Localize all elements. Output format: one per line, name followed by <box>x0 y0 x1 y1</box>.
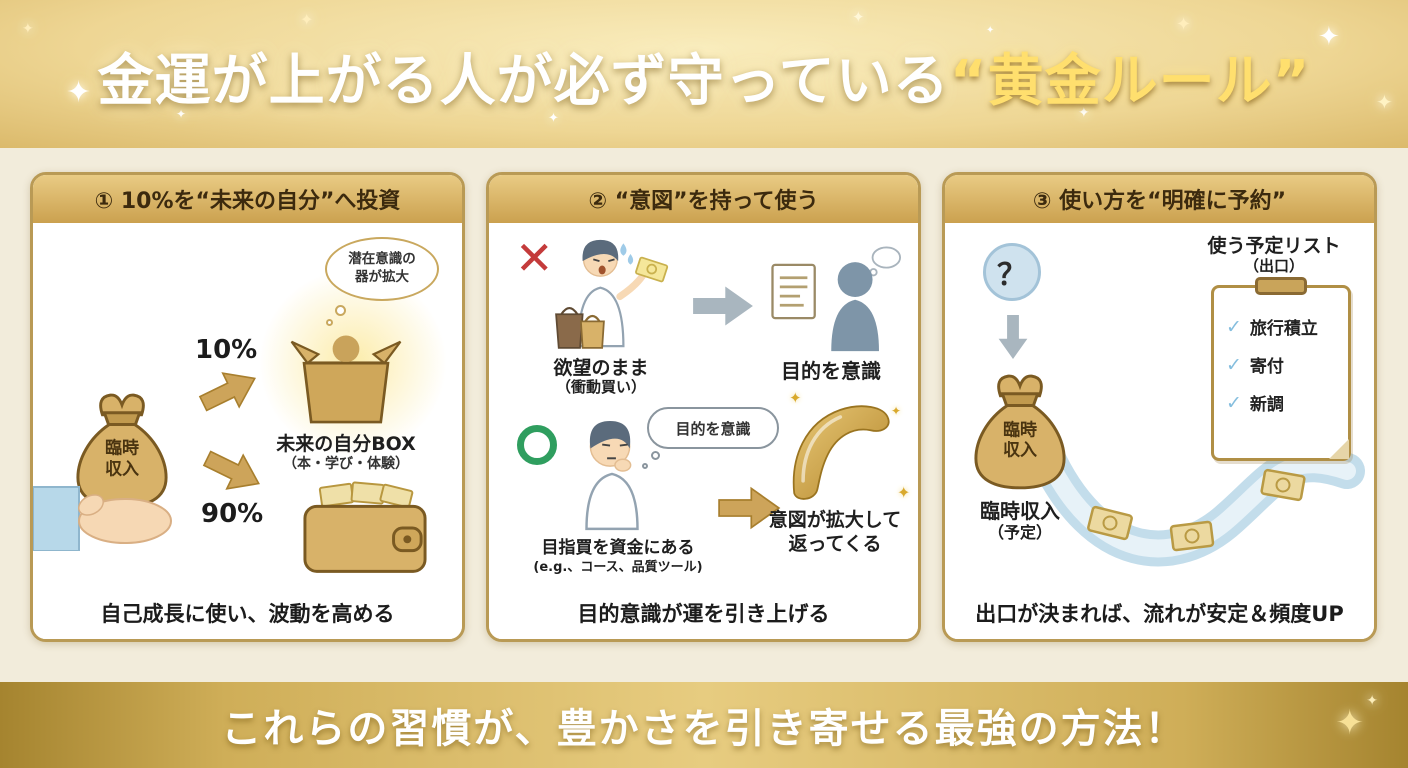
page-title-main: 金運が上がる人が必ず守っている <box>97 49 950 114</box>
panels-row: ① 10%を“未来の自分”へ投資 潜在意識の器が拡大 未来の自分BOX （本・学… <box>30 172 1378 642</box>
impulse-buyer-icon <box>555 239 669 349</box>
clipboard-rows: ✓ 旅行積立 ✓ 寄付 ✓ 新調 <box>1214 288 1348 416</box>
panel-invest-title: ① 10%を“未来の自分”へ投資 <box>33 175 462 223</box>
sparkle-icon: ✦ <box>22 21 34 37</box>
question-icon: ？ <box>983 243 1041 301</box>
arrow-right-icon <box>693 286 753 326</box>
arrow-90-percent-icon <box>178 429 287 512</box>
purpose-label: 目的を意識 <box>781 359 881 383</box>
sparkle-icon: ✦ <box>1376 90 1393 114</box>
page-title: 金運が上がる人が必ず守っている“黄金ルール” <box>0 36 1408 117</box>
sparkle-icon: ✦ <box>548 111 559 126</box>
sparkle-icon: ✦ <box>1366 693 1378 709</box>
thought-bubble: 潜在意識の器が拡大 <box>325 237 439 301</box>
intent-label: 目指買を資金にある <box>541 538 695 558</box>
sparkle-icon: ✦ <box>891 404 902 418</box>
money-bag-icon: 臨時収入 <box>971 371 1069 491</box>
percent-keep-label: 90% <box>201 499 264 529</box>
footer-text: これらの習慣が、豊かさを引き寄せる最強の方法！ <box>221 706 1187 752</box>
money-bill-icon <box>1260 468 1306 502</box>
sparkle-icon: ✦ <box>300 10 314 29</box>
hand-icon <box>33 486 172 551</box>
circle-icon <box>517 425 557 465</box>
sparkle-icon: ✦ <box>420 95 429 106</box>
list-item-label: 旅行積立 <box>1249 319 1318 339</box>
sparkle-icon: ✦ <box>852 8 865 26</box>
panel-reserve-title: ③ 使い方を“明確に予約” <box>945 175 1374 223</box>
sparkle-icon: ✦ <box>176 107 187 121</box>
page-title-accent: “黄金ルール” <box>949 49 1311 114</box>
wallet-icon <box>303 481 427 573</box>
page-fold-icon <box>1329 439 1349 459</box>
list-item-label: 新調 <box>1249 395 1284 415</box>
panel-invest-caption: 自己成長に使い、波動を高める <box>100 602 395 626</box>
spend-list-title: 使う予定リスト <box>1207 235 1341 257</box>
clipboard-clip-icon <box>1255 277 1307 295</box>
list-item: ✓ 旅行積立 <box>1226 314 1338 340</box>
percent-invest-label: 10% <box>195 335 258 365</box>
header-banner: ✦ ✦ ✦ ✦ ✦ ✦ ✦ ✦ ✦ ✦ ✦ ✦ 金運が上がる人が必ず守っている“… <box>0 0 1408 148</box>
impulse-label: 欲望のまま <box>553 357 649 379</box>
thought-bubble-text: 目的を意識 <box>675 419 751 438</box>
return-label-text: 意図が拡大して返ってくる <box>768 509 902 555</box>
sparkle-icon: ✦ <box>1078 105 1090 121</box>
panel-reserve-caption: 出口が決まれば、流れが安定＆頻度UP <box>975 602 1344 626</box>
bag-caption-sub: （予定） <box>987 523 1052 542</box>
clipboard: ✓ 旅行積立 ✓ 寄付 ✓ 新調 <box>1211 277 1351 461</box>
list-item: ✓ 新調 <box>1226 390 1338 416</box>
box-sublabel: （本・学び・体験） <box>283 456 409 472</box>
impulse-sublabel: （衝動買い） <box>555 378 646 396</box>
arrow-down-icon <box>998 315 1028 359</box>
check-icon: ✓ <box>1226 315 1242 338</box>
return-label: 意図が拡大して返ってくる <box>759 509 911 557</box>
panel-intention-body: ✕ 欲望のまま （衝動 <box>489 223 918 639</box>
bag-caption: 臨時収入 <box>980 499 1060 523</box>
thinking-person-icon <box>585 421 639 531</box>
sparkle-icon: ✦ <box>1335 703 1365 743</box>
sparkle-icon: ✦ <box>897 483 911 502</box>
thought-bubble-text: 潜在意識の器が拡大 <box>348 251 416 285</box>
cross-icon: ✕ <box>515 231 554 285</box>
panel-invest: ① 10%を“未来の自分”へ投資 潜在意識の器が拡大 未来の自分BOX （本・学… <box>30 172 465 642</box>
sparkle-icon: ✦ <box>66 75 92 110</box>
arrow-10-percent-icon <box>174 349 283 432</box>
box-label: 未来の自分BOX <box>276 433 416 455</box>
panel-intention-caption: 目的意識が運を引き上げる <box>577 602 830 626</box>
bubble-dot <box>335 305 346 316</box>
sparkle-icon: ✦ <box>986 25 995 36</box>
money-bill-icon <box>1169 520 1215 552</box>
panel-reserve: ③ 使い方を“明確に予約” <box>942 172 1377 642</box>
panel-reserve-body: ？ 臨時収入 臨時収入 （予定） 使う予定リスト （出口） <box>945 223 1374 639</box>
bubble-dot <box>651 451 660 460</box>
money-bag-label: 臨時収入 <box>1002 420 1037 461</box>
list-item-label: 寄付 <box>1249 357 1284 377</box>
boomerang-icon <box>792 405 890 500</box>
sparkle-icon: ✦ <box>1318 22 1340 52</box>
panel-intention-title: ② “意図”を持って使う <box>489 175 918 223</box>
sparkle-icon: ✦ <box>789 389 802 407</box>
bubble-dot <box>642 463 648 469</box>
arrow-right-icon <box>718 486 781 530</box>
list-item: ✓ 寄付 <box>1226 352 1338 378</box>
spend-list-subtitle: （出口） <box>1243 257 1304 275</box>
money-flow-river <box>1027 435 1365 567</box>
money-bag-label: 臨時収入 <box>104 439 139 480</box>
bubble-dot <box>326 319 333 326</box>
intent-sublabel: (e.g.、コース、品質ツール) <box>533 560 703 575</box>
future-self-box-icon <box>290 335 402 424</box>
sparkle-icon: ✦ <box>1176 14 1192 35</box>
thought-bubble: 目的を意識 <box>647 407 779 449</box>
purpose-person-icon <box>771 246 902 352</box>
panel-intention: ② “意図”を持って使う ✕ <box>486 172 921 642</box>
panel-invest-body: 潜在意識の器が拡大 未来の自分BOX （本・学び・体験） <box>33 223 462 639</box>
check-icon: ✓ <box>1226 353 1242 376</box>
check-icon: ✓ <box>1226 391 1242 414</box>
footer-banner: これらの習慣が、豊かさを引き寄せる最強の方法！ ✦ ✦ <box>0 682 1408 768</box>
money-bill-icon <box>1087 505 1133 541</box>
